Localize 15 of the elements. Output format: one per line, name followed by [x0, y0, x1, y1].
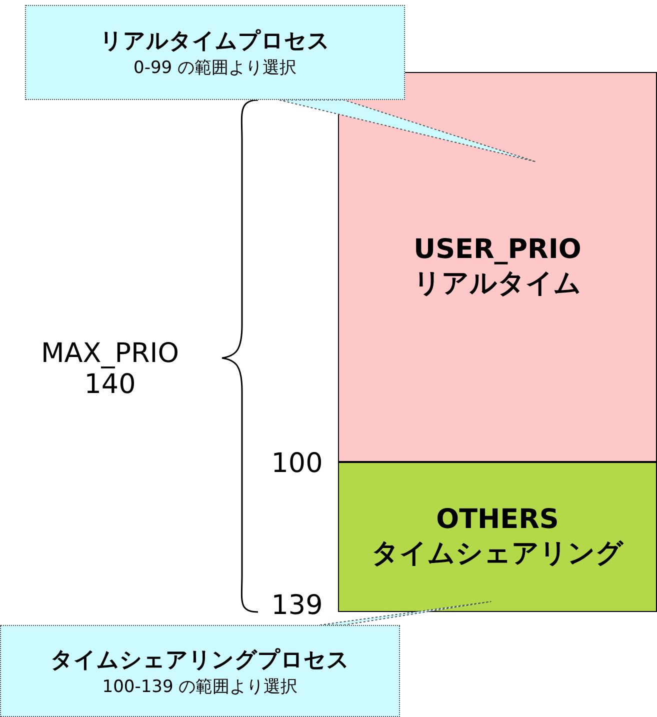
callout-text: 100-139 の範囲より選択	[102, 676, 298, 698]
callout-title: タイムシェアリングプロセス	[50, 646, 350, 674]
callout-pointer	[279, 100, 536, 162]
priority-value: 100	[270, 448, 324, 479]
callout-title: リアルタイムプロセス	[100, 28, 330, 56]
callout-pointer	[320, 601, 492, 626]
callout-text: 0-99 の範囲より選択	[134, 57, 296, 79]
priority-band	[338, 72, 657, 462]
range-label: MAX_PRIO 140	[40, 338, 180, 400]
box-title: リアルタイム	[414, 266, 582, 300]
box-title: タイムシェアリング	[372, 536, 624, 570]
box-title: OTHERS	[436, 504, 559, 534]
priority-value: 139	[270, 590, 324, 621]
box-title: USER_PRIO	[414, 234, 582, 264]
priority-band	[338, 462, 657, 612]
